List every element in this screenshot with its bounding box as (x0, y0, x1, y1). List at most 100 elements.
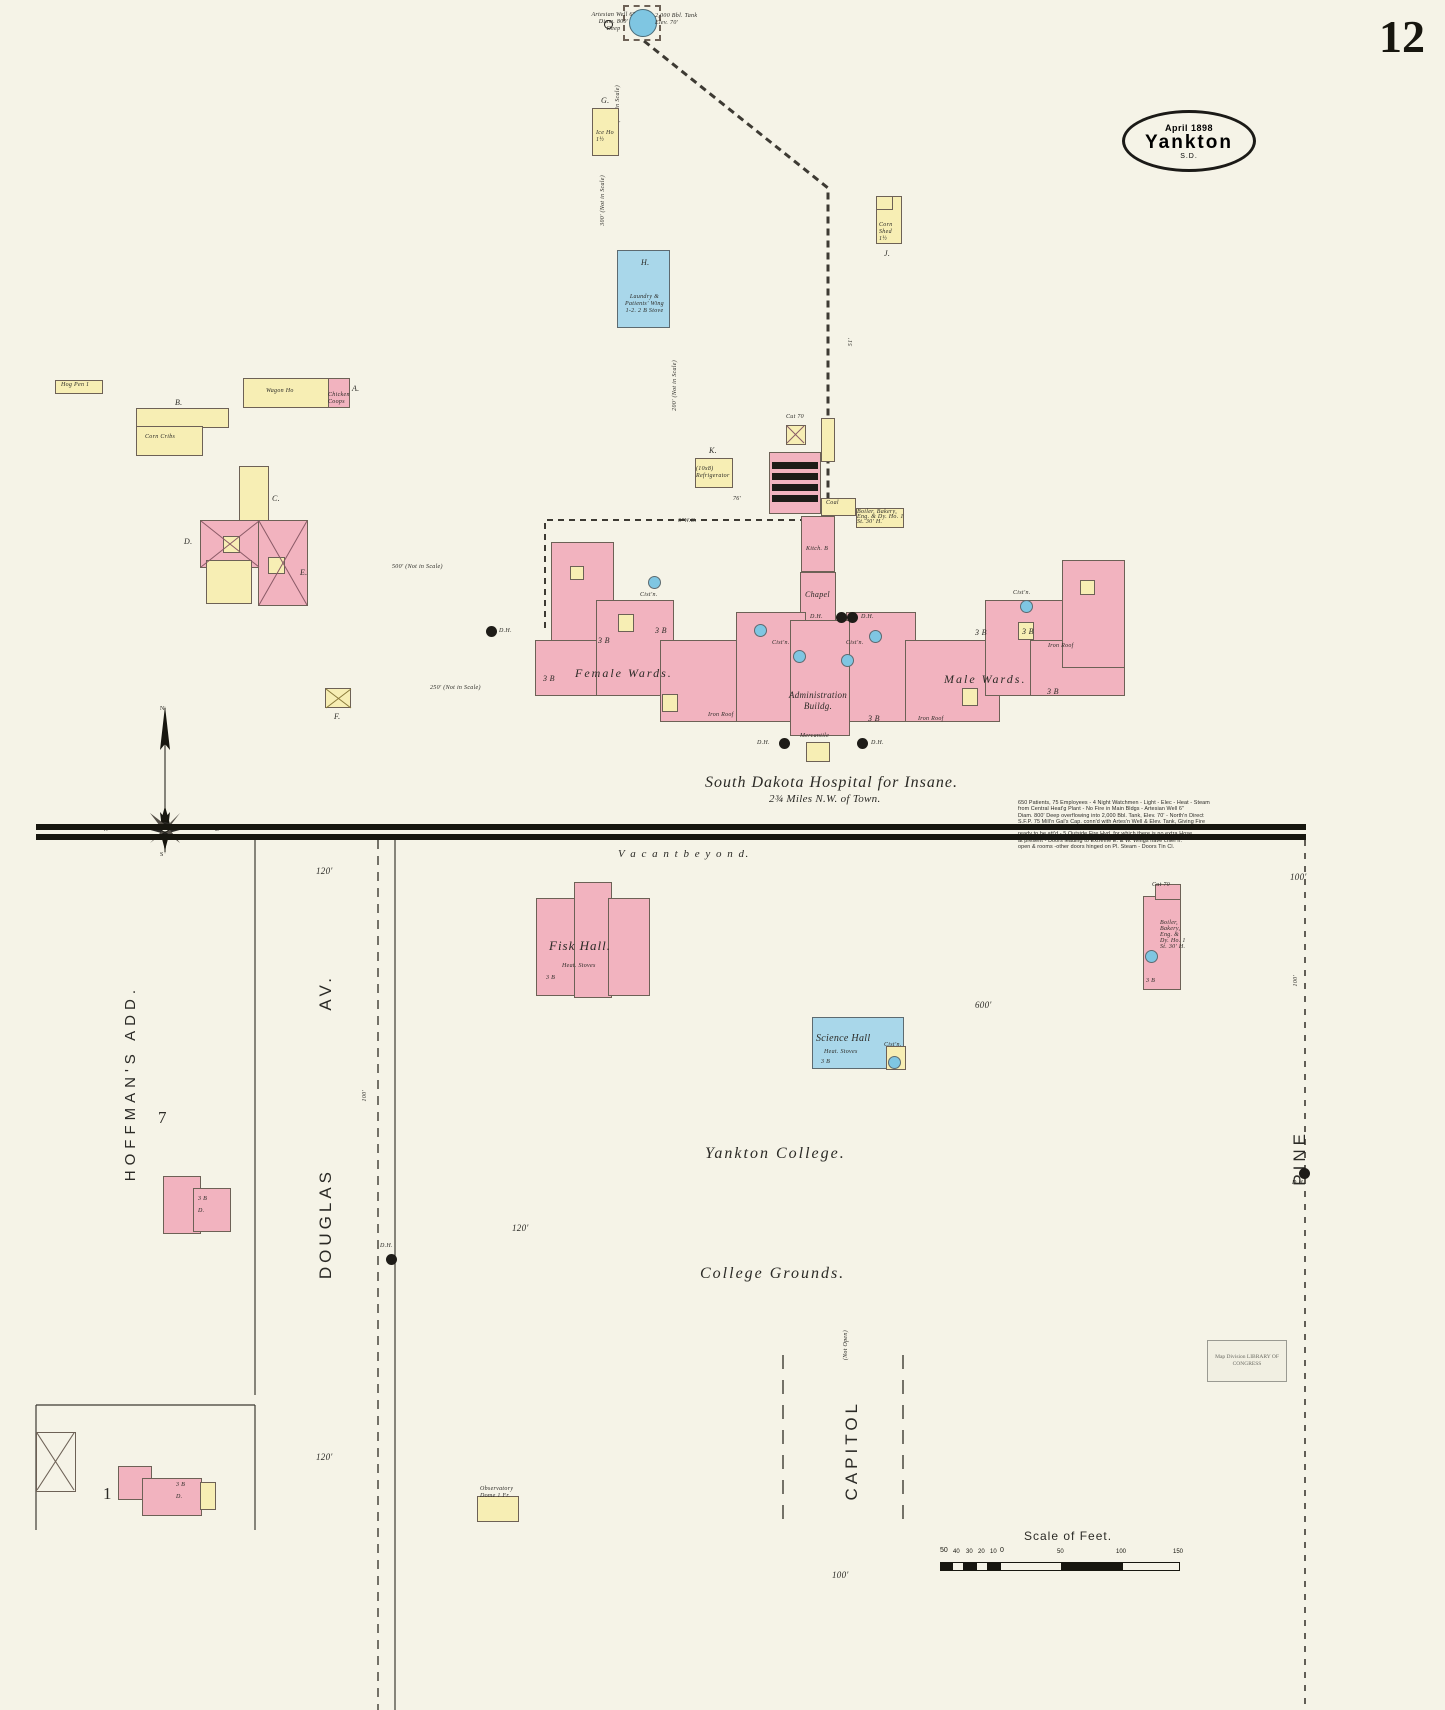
scale-tick-20: 20 (978, 1549, 985, 1555)
scale-tick-50R: 50 (1057, 1549, 1064, 1555)
cistern-5 (869, 630, 882, 643)
iron-roof-label-far-east: Iron Roof (1048, 643, 1074, 649)
east-residence-stories: 3 B (1146, 978, 1156, 984)
dh-label-lower: D.H. (380, 1243, 393, 1249)
hospital-title: South Dakota Hospital for Insane. (705, 774, 958, 791)
science-hall-stories: 3 B (821, 1059, 831, 1065)
street-band-lower (36, 834, 1306, 840)
fire-hydrant-west (486, 626, 497, 637)
cut70-label: Cut 70 (786, 414, 804, 420)
fire-hydrant-pine (1299, 1168, 1310, 1179)
hog-pen-label: Hog Pen 1 (61, 382, 90, 388)
scale-seg-1 (940, 1562, 952, 1571)
male-wards-label: Male Wards. (944, 672, 1027, 686)
building-mercantile (806, 742, 830, 762)
three-b-west: 3 B (543, 674, 555, 683)
building-fisk-hall-center (574, 882, 612, 998)
cistern-1 (648, 576, 661, 589)
three-b-mid-west2: 3 B (655, 626, 667, 635)
tank-label: 2,000 Bbl. Tank Elev. 70' (655, 13, 698, 26)
building-chicken-coops (328, 378, 350, 408)
male-ward-court-2 (1018, 622, 1034, 640)
kitchen-label: Kitch. B (806, 546, 829, 552)
mercantile-label: Mercantile (800, 733, 830, 739)
fire-hydrant-b (847, 612, 858, 623)
scale-caption: Scale of Feet. (1024, 1529, 1113, 1543)
corn-cribs-label: Corn Cribs (145, 434, 176, 440)
key-label-G: G. (601, 96, 610, 105)
building-fisk-hall-right (608, 898, 650, 996)
building-corn-shed-ell (876, 196, 893, 210)
fire-hydrant-lower (386, 1254, 397, 1265)
water-tank-circle (629, 9, 657, 37)
note-line-3: Diam. 800' Deep overflowing into 2,000 B… (1018, 812, 1204, 819)
dim-100-lower: 120' (512, 1223, 529, 1233)
scale-seg-5 (988, 1562, 1000, 1571)
iron-roof-label-east: Iron Roof (918, 716, 944, 722)
building-female-wards-north (551, 542, 614, 650)
title-state: S.D. (1180, 152, 1198, 160)
female-wards-label: Female Wards. (575, 666, 673, 680)
street-width-pine: 100' (1290, 872, 1307, 882)
dwelling7-d: D. (198, 1208, 205, 1214)
scale-bar: 50 40 30 20 10 0 50 100 150 Scale of Fee… (940, 1529, 1190, 1571)
cistern-3 (793, 650, 806, 663)
artesian-well-label: Artesian Well 6" Diam. 800' Deep (591, 12, 636, 32)
title-date: April 1898 (1164, 122, 1214, 133)
male-ward-court-3 (962, 688, 978, 706)
hospital-subtitle: 2¾ Miles N.W. of Town. (769, 793, 881, 805)
note-line-2: from Central Heat'g Plant - No Fire in M… (1018, 806, 1185, 813)
ice-house-label: Ice Ho 1½ (596, 130, 614, 143)
street-label-hoffmans-add: HOFFMAN'S ADD. (122, 985, 139, 1182)
key-label-J: J. (884, 249, 891, 258)
dh-label-d: D.H. (871, 740, 884, 746)
pine-width-10w: 100' (1293, 975, 1299, 987)
dwelling1-d: D. (176, 1494, 183, 1500)
cut70-x (786, 425, 805, 444)
building-east-residence (1143, 896, 1181, 990)
three-b-far-east2: 3 B (1022, 627, 1034, 636)
female-ward-court-1 (570, 566, 584, 580)
fire-hydrant-a (836, 612, 847, 623)
building-laundry-wing (617, 250, 670, 328)
science-hall-label: Science Hall (816, 1033, 871, 1044)
building-dwelling-block7-wing (193, 1188, 231, 1232)
vacant-beyond-label: V a c a n t b e y o n d. (618, 848, 750, 860)
building-D-yellow-wing (206, 560, 252, 604)
building-ice-house (592, 108, 619, 156)
compass-s: S (160, 852, 164, 858)
building-C (239, 466, 269, 526)
key-label-B: B. (175, 398, 183, 407)
scale-seg-3 (964, 1562, 976, 1571)
dwelling1-stories: 3 B (176, 1482, 186, 1488)
key-label-F: F. (334, 712, 341, 721)
three-b-mid-west: 3 B (598, 636, 610, 645)
lot-hatched-x (36, 1432, 75, 1491)
chapel-label: Chapel (805, 590, 830, 599)
fisk-hall-heat: Heat. Stoves (562, 963, 596, 969)
street-width-douglas: 120' (316, 866, 333, 876)
scale-seg-7 (1062, 1562, 1122, 1571)
block-number-7: 7 (158, 1108, 167, 1127)
science-hall-cistern (888, 1056, 901, 1069)
page-number: 12 (1379, 11, 1425, 62)
key-label-C: C. (272, 494, 280, 503)
scale-tick-30: 30 (966, 1549, 973, 1555)
dim-note-wc6: 6"W.C. (678, 518, 697, 524)
scale-bar-graphic (940, 1562, 1190, 1571)
east-residence-cistern (1145, 950, 1158, 963)
cistern-4 (841, 654, 854, 667)
tank-enclosure (623, 5, 661, 41)
lot-hatched (36, 1432, 76, 1492)
scale-seg-4 (976, 1562, 988, 1571)
fisk-hall-label: Fisk Hall. (549, 938, 611, 953)
building-kitchen (801, 516, 835, 572)
cistern-label-3: Cist'n. (846, 640, 864, 646)
note-line-4: S.F.P. 75 Mill'n Gal's Cap. conn'd with … (1018, 818, 1206, 825)
D-E-diagonals (200, 520, 308, 606)
note-line-8: open & rooms -other doors hinged on Pl. … (1018, 844, 1175, 851)
scale-seg-2 (952, 1562, 964, 1571)
iron-roof-label-west: Iron Roof (708, 712, 734, 718)
street-label-douglas: DOUGLAS (316, 1168, 335, 1280)
